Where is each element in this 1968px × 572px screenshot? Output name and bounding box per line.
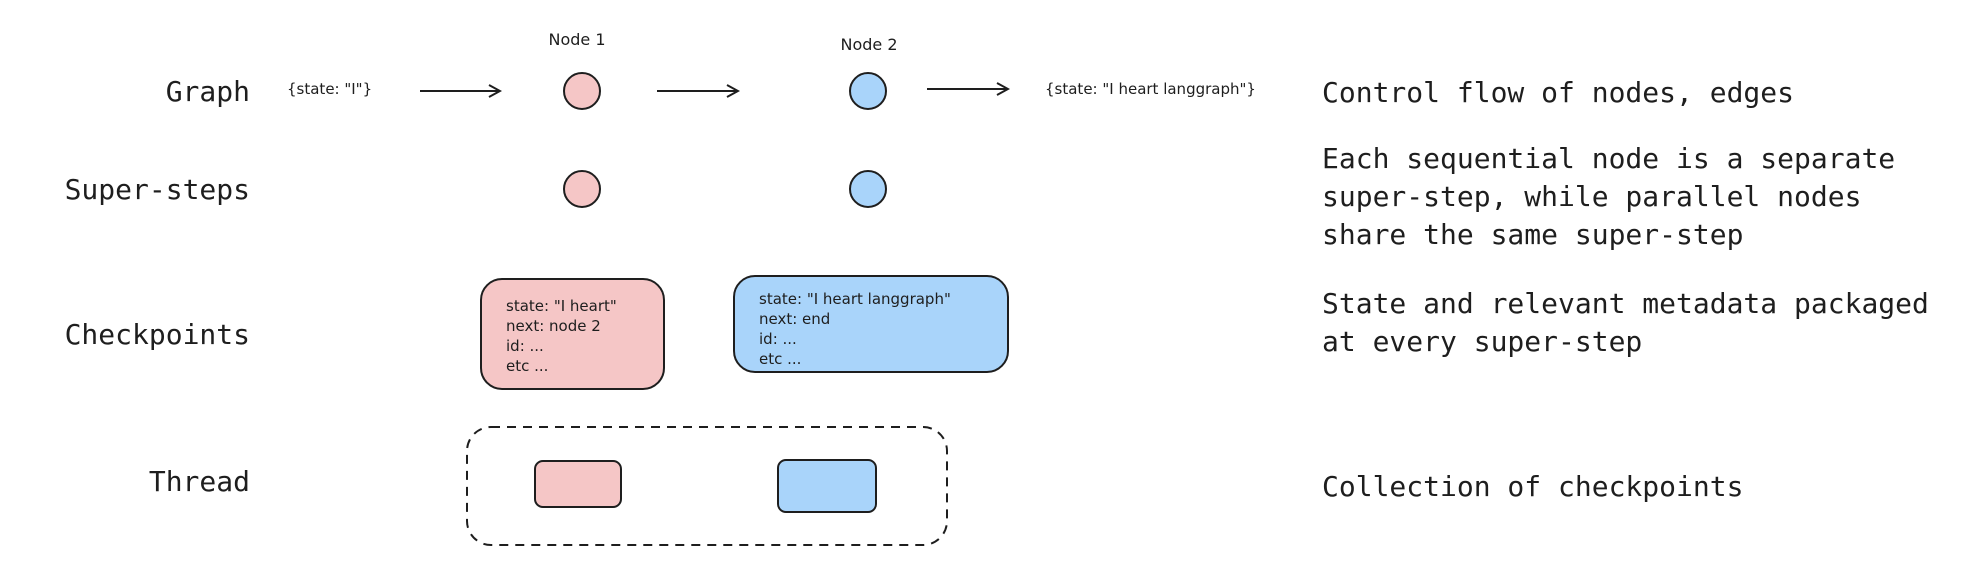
checkpoint-2-card: state: "I heart langgraph" next: end id:… (733, 275, 1009, 373)
thread-container (466, 426, 948, 546)
row-label-super-steps: Super-steps (64, 173, 250, 206)
description-graph: Control flow of nodes, edges (1322, 76, 1795, 109)
node-1-circle (563, 72, 601, 110)
checkpoint-1-line: next: node 2 (506, 317, 601, 335)
node-2-label: Node 2 (840, 35, 898, 54)
checkpoint-1-line: id: ... (506, 337, 544, 355)
superstep-2-circle (849, 170, 887, 208)
checkpoint-2-line: etc ... (759, 350, 802, 368)
row-label-checkpoints: Checkpoints (64, 318, 250, 351)
row-label-thread: Thread (148, 465, 250, 498)
node-2-circle (849, 72, 887, 110)
superstep-1-circle (563, 170, 601, 208)
checkpoint-1-line: etc ... (506, 357, 549, 375)
node-1-label: Node 1 (548, 30, 606, 49)
graph-input-state: {state: "I"} (287, 80, 373, 98)
thread-checkpoint-1 (534, 460, 622, 508)
graph-output-state: {state: "I heart langgraph"} (1045, 80, 1256, 98)
row-label-graph: Graph (165, 75, 250, 108)
checkpoint-1-card: state: "I heart" next: node 2 id: ... et… (480, 278, 665, 390)
checkpoint-2-line: next: end (759, 310, 831, 328)
thread-checkpoint-2 (777, 459, 877, 513)
description-thread: Collection of checkpoints (1322, 470, 1744, 503)
checkpoint-1-line: state: "I heart" (506, 297, 617, 315)
description-super-steps: Each sequential node is a separate super… (1322, 142, 1896, 251)
description-checkpoints: State and relevant metadata packaged at … (1322, 287, 1929, 358)
checkpoint-2-line: id: ... (759, 330, 797, 348)
checkpoint-2-line: state: "I heart langgraph" (759, 290, 951, 308)
